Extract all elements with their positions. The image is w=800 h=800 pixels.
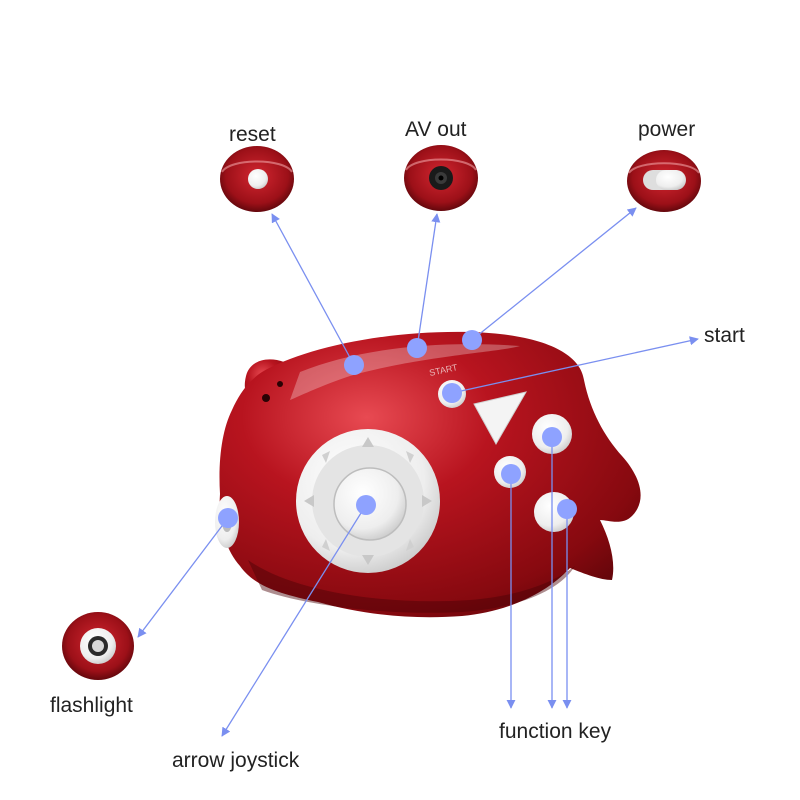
flashlight-closeup (62, 612, 134, 680)
callout-markers (218, 330, 577, 528)
av-out-closeup (404, 145, 478, 211)
reset-closeup (220, 146, 294, 212)
reset-button-icon (248, 169, 268, 189)
label-arrow-joystick: arrow joystick (172, 749, 300, 772)
leader-av-out (416, 213, 441, 349)
leader-flashlight (137, 517, 229, 638)
label-function-key: function key (499, 720, 612, 743)
marker-power (462, 330, 482, 350)
label-flashlight: flashlight (50, 694, 133, 717)
marker-function-3 (557, 499, 577, 519)
av-jack-icon (429, 166, 453, 190)
shell-shadow (248, 560, 575, 613)
label-reset: reset (229, 123, 276, 146)
label-power: power (638, 118, 696, 141)
marker-function-1 (501, 464, 521, 484)
marker-av-out (407, 338, 427, 358)
marker-function-2 (542, 427, 562, 447)
label-av-out: AV out (405, 118, 467, 141)
marker-start (442, 383, 462, 403)
leader-reset (271, 213, 355, 366)
leader-joystick (221, 504, 367, 737)
marker-joystick (356, 495, 376, 515)
marker-flashlight (218, 508, 238, 528)
leader-start (451, 336, 699, 394)
power-closeup (627, 150, 701, 212)
leader-power (471, 207, 637, 341)
triangle-emblem (473, 391, 528, 446)
leader-lines (137, 207, 699, 737)
label-start: start (704, 324, 745, 347)
power-switch-icon (643, 170, 686, 190)
flashlight-lens-icon (80, 628, 116, 664)
marker-reset (344, 355, 364, 375)
